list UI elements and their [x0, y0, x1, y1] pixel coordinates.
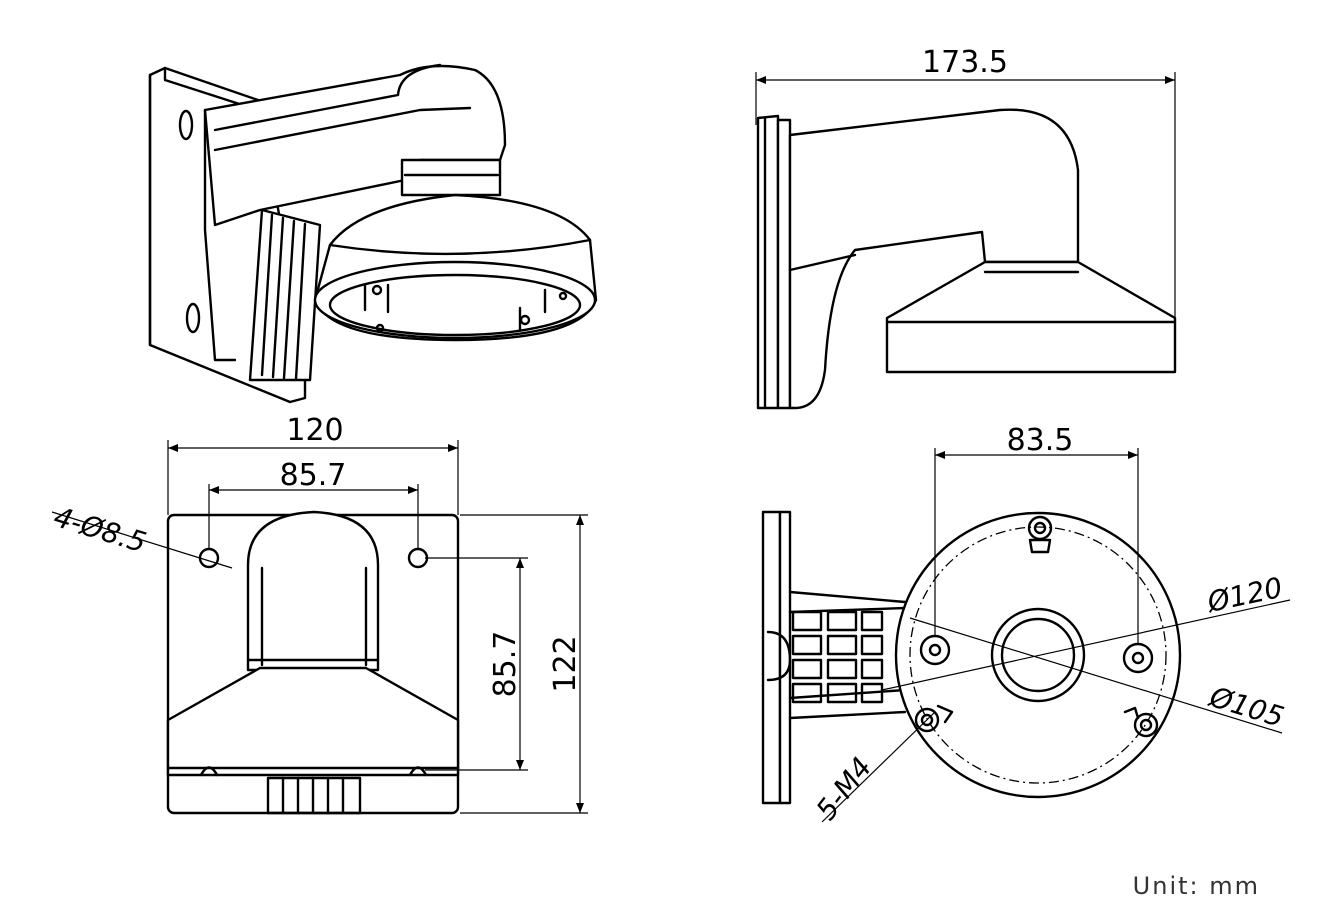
- screw-spec-label: 5-M4: [810, 751, 879, 826]
- front-view: [51, 440, 588, 815]
- bolt-circle-label: Ø105: [1205, 680, 1288, 734]
- isometric-view: [148, 63, 598, 404]
- unit-label: Unit: mm: [1133, 872, 1260, 900]
- hole-spacing-vertical: 85.7: [488, 631, 523, 698]
- side-view: [755, 72, 1177, 410]
- height-dimension: 122: [548, 635, 583, 692]
- bottom-view: [761, 448, 1291, 823]
- hole-spacing-horizontal: 85.7: [280, 458, 347, 493]
- depth-dimension: 173.5: [922, 45, 1008, 80]
- width-dimension: 120: [286, 413, 343, 448]
- hole-spec-label: 4-Ø8.5: [50, 500, 150, 559]
- outer-diameter-label: Ø120: [1204, 571, 1286, 619]
- base-hole-spacing: 83.5: [1007, 423, 1074, 458]
